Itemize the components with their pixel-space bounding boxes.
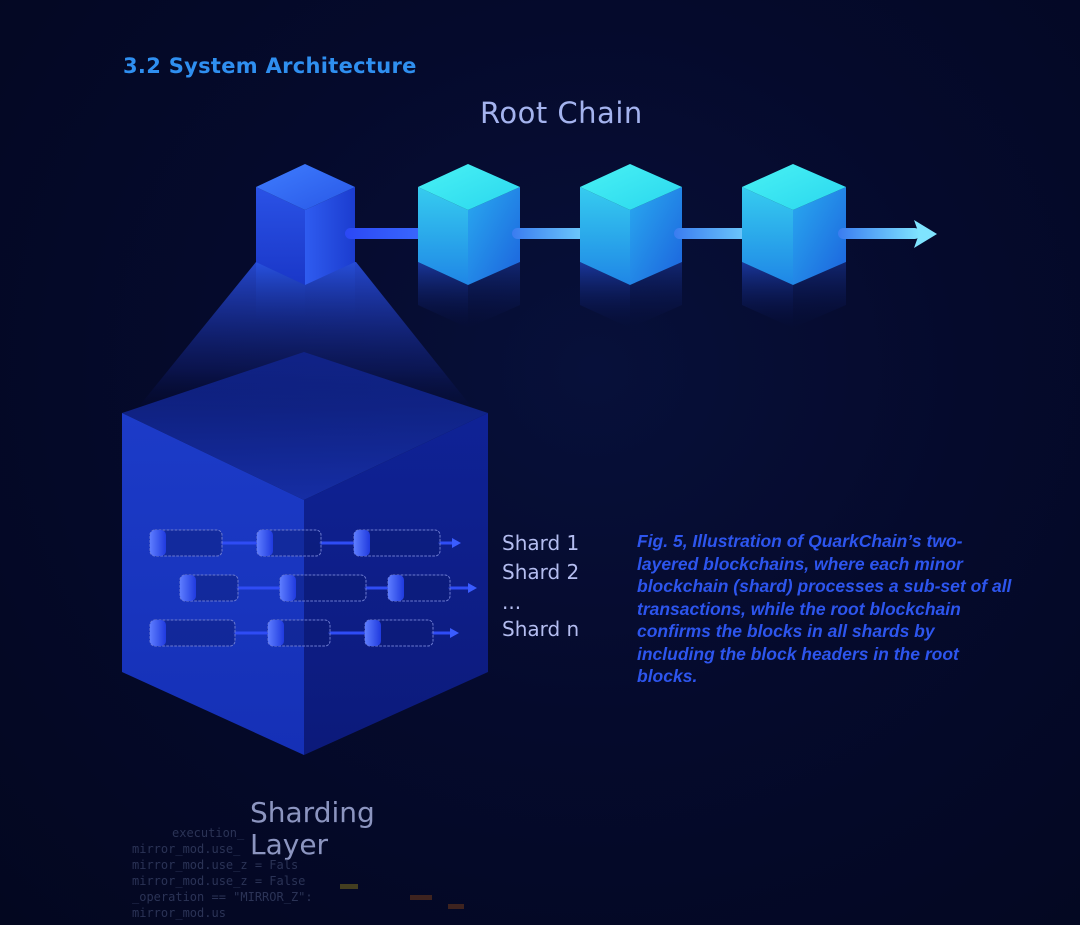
code-line-4: mirror_mod.use_z = False — [132, 874, 306, 888]
shard-n-block-3-cap — [365, 620, 381, 646]
background-code-accents — [340, 884, 464, 909]
code-line-5: _operation == "MIRROR_Z": — [132, 890, 313, 904]
code-accent-yellow — [340, 884, 358, 889]
shard-n-block-1-cap — [150, 620, 166, 646]
shard-1-block-1 — [149, 529, 223, 557]
root-block-1 — [256, 164, 355, 285]
root-block-2-left — [418, 187, 468, 285]
shard-n-arrowhead — [450, 628, 459, 638]
root-chain-title: Root Chain — [480, 96, 643, 130]
root-chain — [256, 164, 937, 340]
root-chain-arrowhead — [914, 220, 937, 248]
root-block-4-top — [742, 164, 846, 210]
sharding-layer-label-line-2: Layer — [250, 828, 329, 861]
shard-1-block-3 — [353, 529, 441, 557]
code-line-6: mirror_mod.us — [132, 906, 226, 920]
code-line-1: execution_ — [172, 826, 245, 840]
shard-chain-1 — [149, 529, 461, 557]
code-line-2: mirror_mod.use_ — [132, 842, 241, 856]
shard-1-arrowhead — [452, 538, 461, 548]
figure-caption: Fig. 5, Illustration of QuarkChain’s two… — [637, 531, 1012, 686]
shard-2-arrowhead — [468, 583, 477, 593]
shard-1-block-3-cap — [354, 530, 370, 556]
shard-2-block-2 — [279, 574, 367, 602]
shard-n-block-2-cap — [268, 620, 284, 646]
section-title: 3.2 System Architecture — [123, 54, 417, 78]
root-block-3-left — [580, 187, 630, 285]
shard-chain-n — [149, 619, 459, 647]
shard-2-block-3-cap — [388, 575, 404, 601]
code-accent-orange — [410, 895, 432, 900]
code-line-3: mirror_mod.use_z = Fals — [132, 858, 299, 872]
root-block-3 — [580, 164, 682, 285]
shard-chain-2 — [179, 574, 477, 602]
root-block-4-left — [742, 187, 793, 285]
root-block-2-top — [418, 164, 520, 210]
root-block-2-reflection — [418, 262, 468, 328]
shard-2-block-1-cap — [180, 575, 196, 601]
shard-2-block-2-cap — [280, 575, 296, 601]
root-block-2 — [418, 164, 520, 285]
root-block-1-right — [305, 187, 355, 285]
root-block-4 — [742, 164, 846, 285]
root-block-1-reflection — [256, 262, 305, 340]
root-block-4-reflection — [742, 262, 793, 328]
root-block-3-right — [630, 187, 682, 285]
sharding-layer-label: Sharding Layer — [250, 797, 375, 861]
root-block-2-reflection-right — [468, 262, 520, 328]
root-block-4-reflection-right — [793, 262, 846, 328]
root-block-3-reflection-right — [630, 262, 682, 328]
shard-n-block-3 — [364, 619, 434, 647]
sharding-cube-left — [122, 413, 304, 755]
shard-1-block-2-cap — [257, 530, 273, 556]
root-block-1-left — [256, 187, 305, 285]
shard-1-block-1-cap — [150, 530, 166, 556]
root-block-3-reflection — [580, 262, 630, 328]
root-block-4-right — [793, 187, 846, 285]
sharding-layer-label-line-1: Sharding — [250, 796, 375, 829]
shard-label-n: Shard n — [502, 617, 580, 641]
root-link-out — [838, 228, 920, 239]
shard-label-2: Shard 2 — [502, 560, 580, 584]
root-block-2-right — [468, 187, 520, 285]
sharding-cube-top — [122, 352, 488, 500]
root-block-1-reflection-right — [305, 262, 355, 340]
shard-chains — [149, 529, 477, 647]
shard-label-ellipsis: ... — [502, 590, 522, 614]
code-accent-orange-2 — [448, 904, 464, 909]
root-block-3-top — [580, 164, 682, 210]
shard-label-1: Shard 1 — [502, 531, 580, 555]
root-block-1-top — [256, 164, 355, 210]
